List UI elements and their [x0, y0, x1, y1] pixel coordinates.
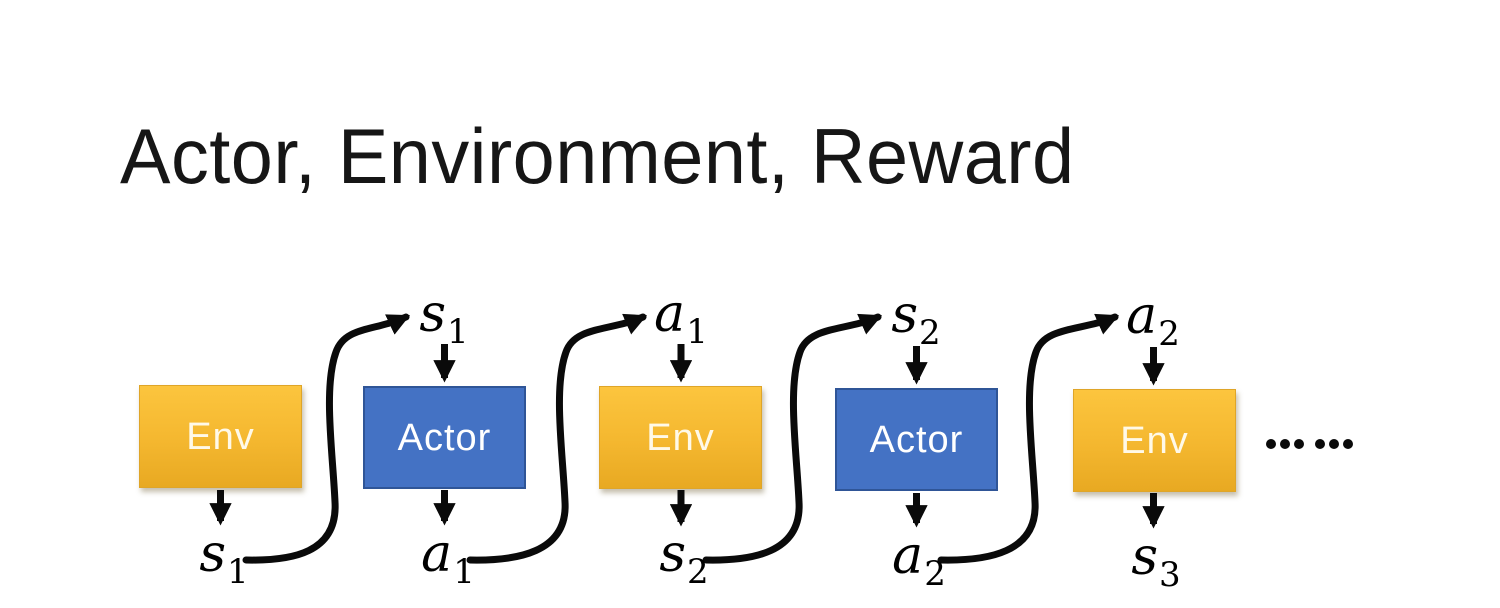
env-box-2: Env	[599, 386, 762, 489]
ellipsis	[1266, 439, 1357, 449]
env-box-1-label: Env	[186, 415, 255, 458]
env-box-3-label: Env	[1120, 419, 1189, 462]
ellipsis-dot	[1329, 439, 1339, 449]
bottom-label-a1: a1	[421, 524, 475, 592]
bottom-label-s2: s2	[659, 524, 709, 592]
actor-box-1-label: Actor	[397, 416, 492, 459]
bottom-label-s3: s3	[1131, 527, 1181, 595]
bottom-label-s1: s1	[199, 524, 249, 592]
top-label-a2: a2	[1126, 286, 1180, 354]
ellipsis-dot	[1294, 439, 1304, 449]
bottom-label-a2: a2	[892, 526, 946, 594]
ellipsis-dot	[1280, 439, 1290, 449]
env-box-1: Env	[139, 385, 302, 488]
env-box-2-label: Env	[646, 416, 715, 459]
top-label-s1: s1	[419, 284, 469, 352]
slide-title: Actor, Environment, Reward	[120, 112, 1075, 200]
ellipsis-dot	[1343, 439, 1353, 449]
actor-box-2: Actor	[835, 388, 998, 491]
actor-box-2-label: Actor	[869, 418, 964, 461]
env-box-3: Env	[1073, 389, 1236, 492]
ellipsis-dot	[1315, 439, 1325, 449]
ellipsis-dot	[1266, 439, 1276, 449]
actor-box-1: Actor	[363, 386, 526, 489]
top-label-s2: s2	[891, 285, 941, 353]
top-label-a1: a1	[654, 284, 708, 352]
